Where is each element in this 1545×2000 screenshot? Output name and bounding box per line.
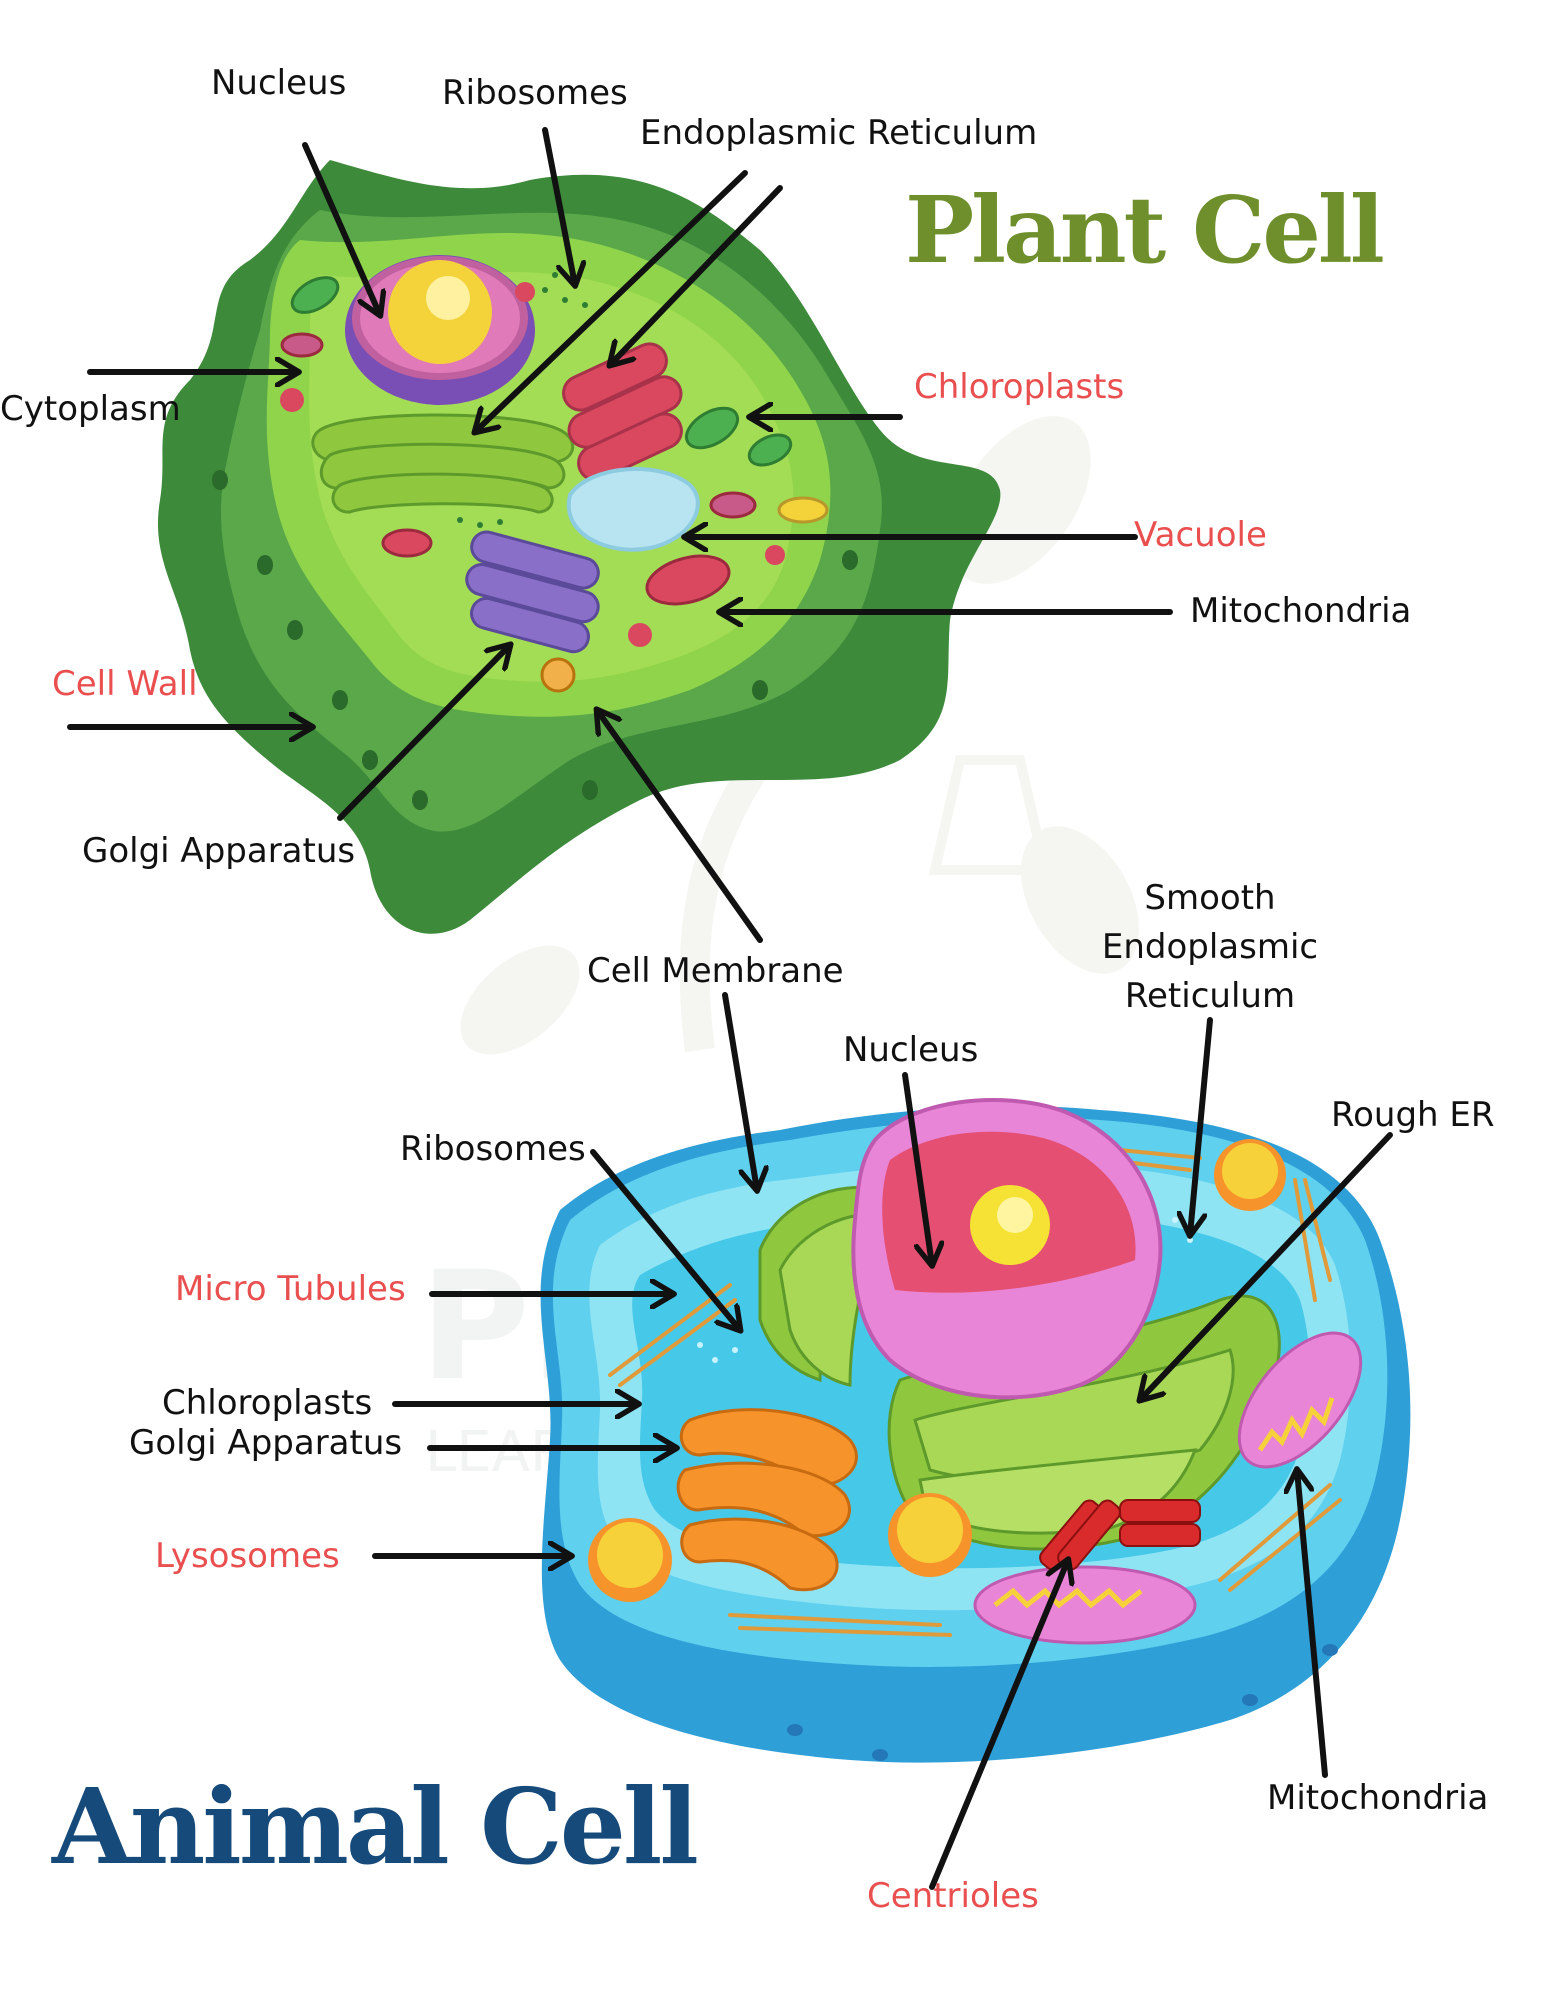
plant-label-mitochondria: Mitochondria: [1190, 591, 1412, 631]
animal-cell-title: Animal Cell: [52, 1765, 699, 1888]
plant-label-nucleus: Nucleus: [211, 63, 347, 103]
plant-cell-title: Plant Cell: [905, 176, 1385, 284]
plant-er: [311, 413, 574, 514]
plant-chloroplasts: [290, 276, 793, 467]
label-arrows: [67, 127, 1393, 1890]
arrow-plant-nucleus: [302, 142, 380, 315]
animal-label-mitochondria: Mitochondria: [1267, 1778, 1489, 1818]
plant-label-cell-wall: Cell Wall: [52, 664, 198, 704]
animal-cell-illustration: [540, 1098, 1411, 1763]
arrow-plant-er-1: [475, 170, 748, 432]
arrow-plant-er-2: [610, 185, 783, 365]
animal-label-smooth-er-line1: Smooth: [1144, 878, 1276, 918]
animal-lysosomes: [588, 1139, 1286, 1602]
animal-label-ribosomes: Ribosomes: [400, 1129, 586, 1169]
watermark-tree-icon: [460, 416, 1139, 1055]
animal-label-smooth-er-line3: Reticulum: [1124, 976, 1296, 1016]
animal-label-centrioles: Centrioles: [867, 1876, 1039, 1916]
label-cell-membrane: Cell Membrane: [587, 951, 844, 991]
plant-label-vacuole: Vacuole: [1134, 515, 1267, 555]
plant-label-ribosomes: Ribosomes: [442, 73, 628, 113]
plant-label-cytoplasm: Cytoplasm: [0, 389, 181, 429]
animal-mitochondria: [973, 1331, 1363, 1645]
arrow-animal-centrioles: [929, 1560, 1068, 1890]
animal-label-lysosomes: Lysosomes: [155, 1536, 340, 1576]
plant-mitochondria: [280, 332, 757, 606]
plant-vacuole: [566, 467, 700, 552]
animal-label-smooth-er: Smooth Endoplasmic Reticulum: [1090, 874, 1330, 1021]
arrow-animal-rough-er: [1140, 1132, 1393, 1400]
animal-centrioles: [1039, 1499, 1201, 1571]
arrow-cell-membrane-animal: [722, 992, 757, 1190]
arrow-plant-golgi: [337, 645, 510, 821]
animal-label-micro-tubules: Micro Tubules: [175, 1269, 406, 1309]
arrow-plant-ribosomes: [542, 127, 575, 285]
arrow-animal-smooth-er: [1190, 1017, 1213, 1235]
plant-golgi: [465, 530, 600, 654]
plant-label-chloroplasts: Chloroplasts: [914, 367, 1125, 407]
plant-rough-er: [562, 342, 683, 482]
arrow-animal-mitochondria: [1297, 1470, 1328, 1778]
plant-cell-illustration: [157, 160, 1001, 934]
animal-label-chloroplasts: Chloroplasts: [162, 1383, 373, 1423]
arrow-animal-ribosomes: [590, 1149, 740, 1330]
animal-golgi: [676, 1408, 858, 1592]
animal-label-rough-er: Rough ER: [1331, 1095, 1495, 1135]
plant-label-er: Endoplasmic Reticulum: [640, 113, 1038, 153]
animal-label-nucleus: Nucleus: [843, 1030, 979, 1070]
arrow-cell-membrane-plant: [597, 710, 763, 943]
arrow-animal-nucleus: [902, 1072, 932, 1265]
plant-label-golgi: Golgi Apparatus: [82, 831, 356, 871]
animal-label-smooth-er-line2: Endoplasmic: [1101, 927, 1319, 967]
animal-label-golgi: Golgi Apparatus: [129, 1423, 403, 1463]
